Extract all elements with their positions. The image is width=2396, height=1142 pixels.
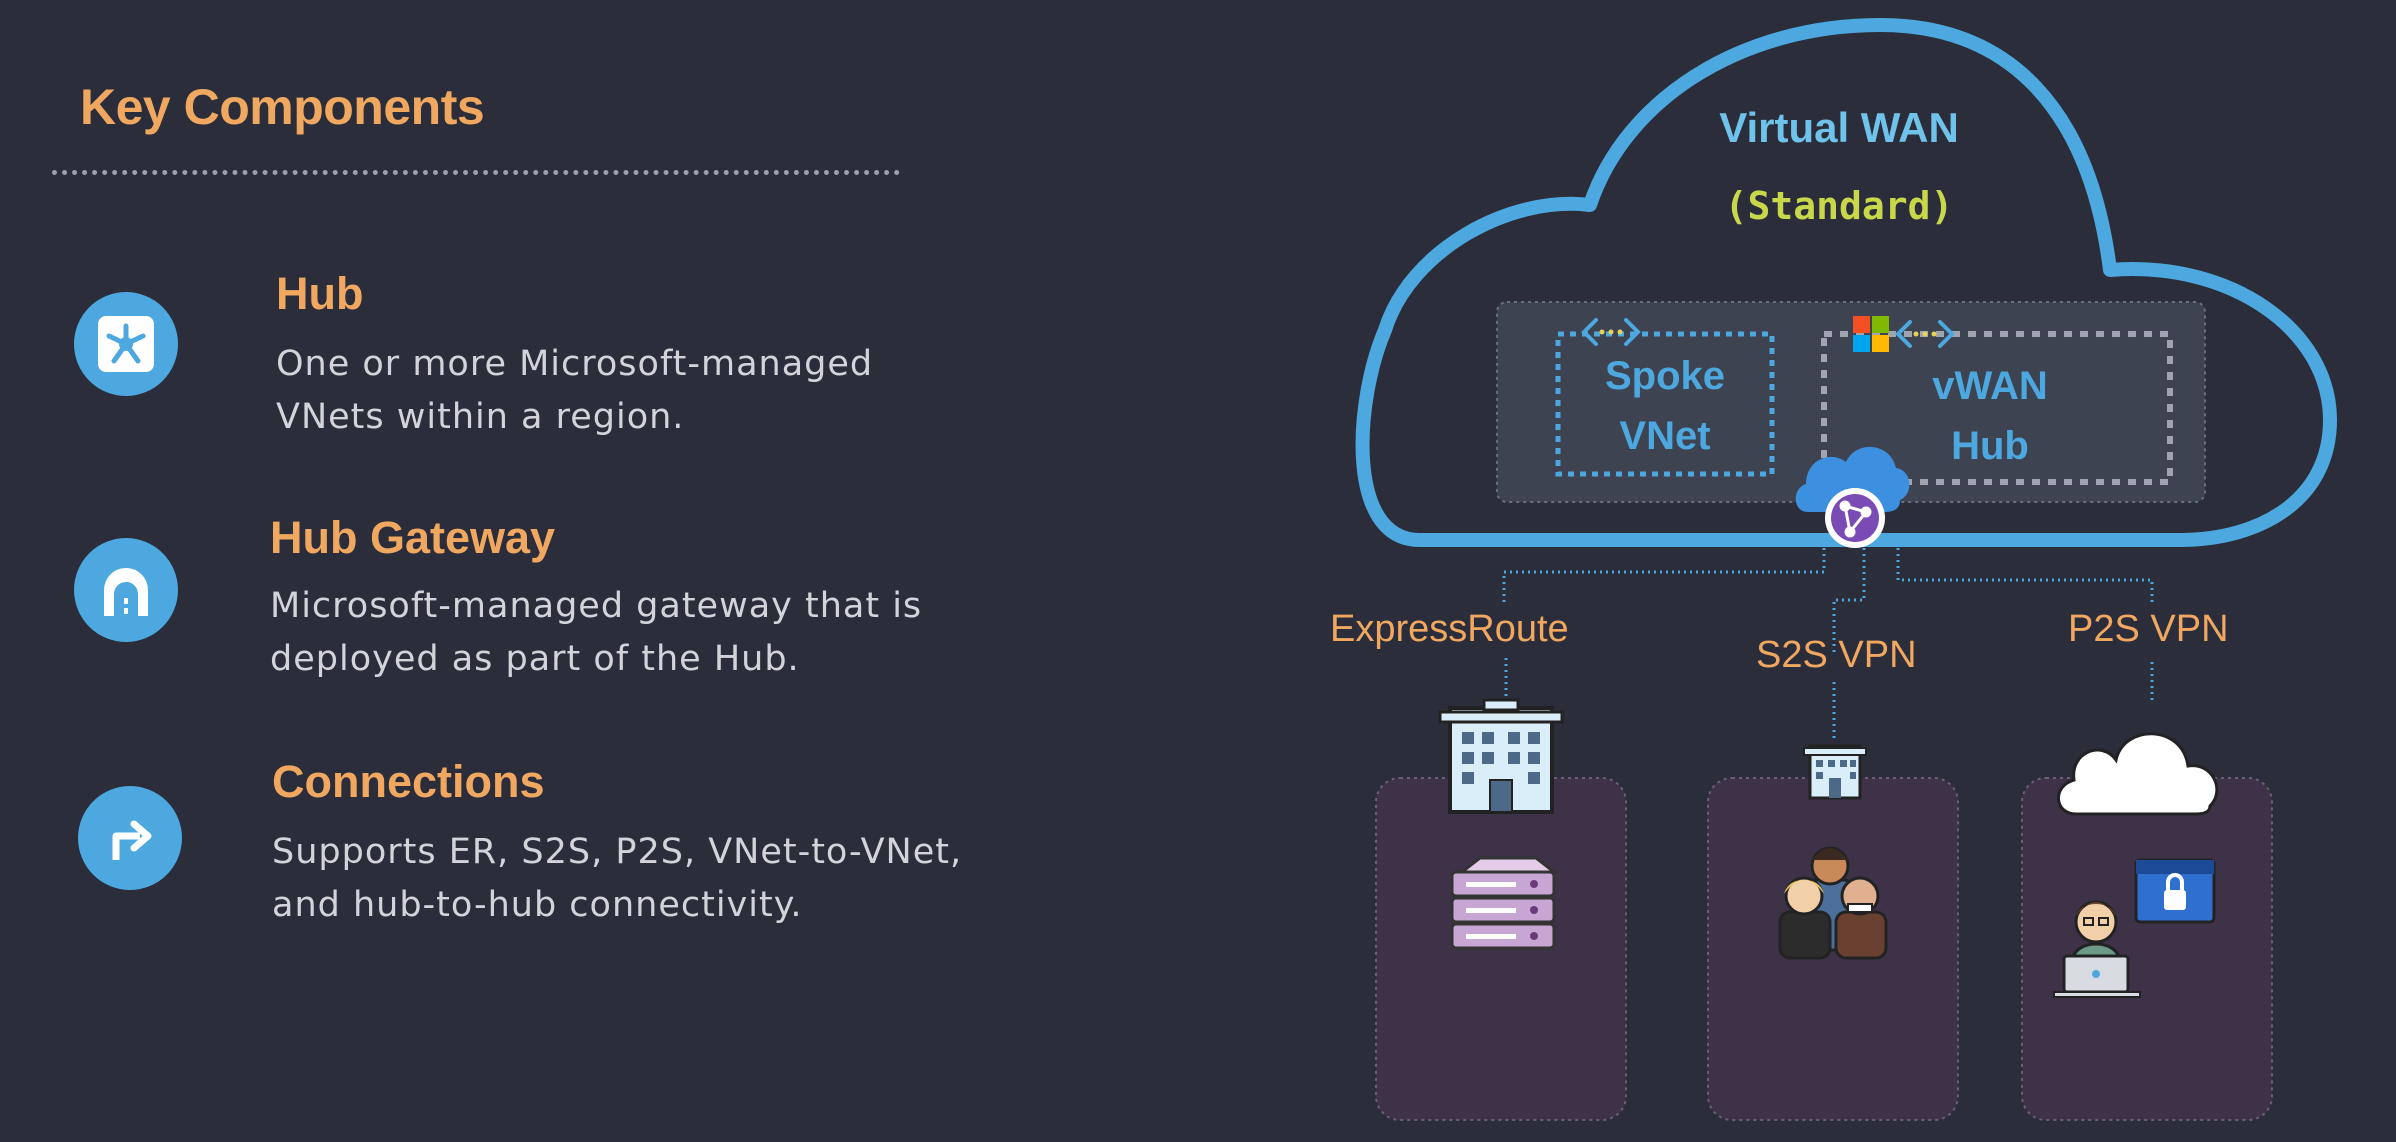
component-desc-connections: Supports ER, S2S, P2S, VNet-to-VNet, and… bbox=[272, 832, 963, 925]
p2s-site-panel bbox=[2021, 777, 2273, 1121]
turn-right-arrow-icon bbox=[78, 786, 182, 890]
component-title-hub-gateway: Hub Gateway bbox=[270, 512, 556, 563]
hub-label-line-2: Hub bbox=[1951, 424, 2029, 468]
microsoft-logo-icon bbox=[1853, 316, 1889, 352]
server-rack-icon bbox=[1450, 856, 1559, 950]
cloud-subtitle: (Standard) bbox=[1724, 184, 1954, 228]
component-title-hub: Hub bbox=[276, 268, 364, 319]
spoke-vnet-label: Spoke VNet bbox=[1560, 354, 1770, 458]
hub-label-line-1: vWAN bbox=[1932, 364, 2048, 408]
spoke-label-line-2: VNet bbox=[1619, 414, 1711, 458]
page-title: Key Components bbox=[80, 79, 485, 135]
vwan-inner-box bbox=[1496, 301, 2206, 503]
component-title-connections: Connections bbox=[272, 756, 545, 807]
people-group-icon bbox=[1778, 846, 1888, 960]
hub-network-icon bbox=[74, 292, 178, 396]
spoke-label-line-1: Spoke bbox=[1604, 354, 1726, 398]
secure-window-lock-icon bbox=[2134, 858, 2216, 924]
hub-code-icon bbox=[1895, 320, 1955, 348]
connection-label-p2s-vpn: P2S VPN bbox=[2068, 608, 2229, 650]
cloud-title: Virtual WAN bbox=[1719, 104, 1959, 151]
gateway-tunnel-icon bbox=[74, 538, 178, 642]
connection-label-expressroute: ExpressRoute bbox=[1330, 608, 1569, 650]
title-divider bbox=[52, 170, 900, 175]
vwan-hub-box bbox=[1821, 331, 2173, 485]
office-building-icon bbox=[1438, 698, 1564, 814]
spoke-vnet-box bbox=[1555, 331, 1775, 477]
internet-cloud-icon bbox=[2057, 732, 2219, 816]
person-laptop-icon bbox=[2053, 900, 2141, 998]
hub-gateway-globe-icon bbox=[1795, 446, 1910, 548]
spoke-code-icon bbox=[1581, 318, 1641, 346]
small-building-icon bbox=[1803, 744, 1867, 800]
connection-label-s2s-vpn: S2S VPN bbox=[1756, 634, 1917, 676]
component-desc-hub-gateway: Microsoft-managed gateway that is deploy… bbox=[270, 586, 923, 679]
component-desc-hub: One or more Microsoft-managed VNets with… bbox=[276, 344, 874, 437]
vwan-hub-label: vWAN Hub bbox=[1880, 364, 2100, 468]
